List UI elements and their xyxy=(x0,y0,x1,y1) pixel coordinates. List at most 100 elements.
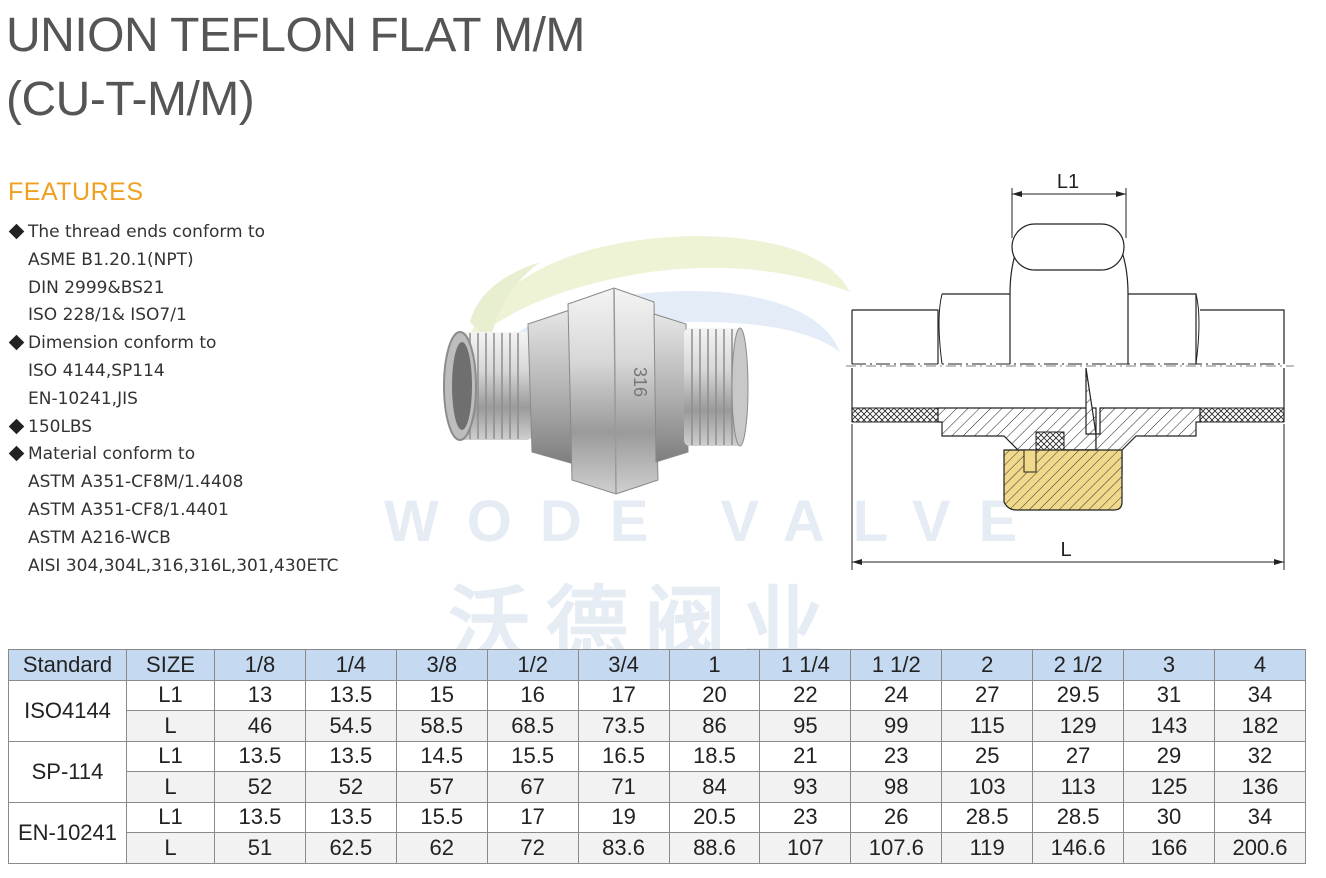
value-cell: 28.5 xyxy=(1032,801,1125,833)
feature-heading-item: 150LBS xyxy=(8,414,428,442)
value-cell: 51 xyxy=(214,832,306,864)
value-cell: 29 xyxy=(1123,740,1215,772)
watermark-logo xyxy=(460,236,850,372)
value-cell: 13.5 xyxy=(304,801,397,833)
value-cell: 13.5 xyxy=(304,679,397,711)
feature-text: Material conform to xyxy=(28,444,196,465)
feature-text: DIN 2999&BS21 xyxy=(28,277,165,298)
diamond-bullet-icon xyxy=(8,418,25,434)
column-header: 3/8 xyxy=(395,649,488,681)
value-cell: 125 xyxy=(1123,771,1215,803)
technical-diagram: L1 L xyxy=(846,171,1294,570)
watermark-english: WODE VALVE xyxy=(384,489,1046,554)
value-cell: 23 xyxy=(850,740,943,772)
standard-cell: ISO4144 xyxy=(8,679,127,742)
feature-detail-item: ISO 228/1& ISO7/1 xyxy=(8,302,428,330)
diamond-bullet-icon xyxy=(8,334,25,351)
value-cell: 24 xyxy=(850,679,943,711)
value-cell: 182 xyxy=(1213,710,1307,742)
column-header: 2 1/2 xyxy=(1032,649,1125,681)
dimension-l1-label: L1 xyxy=(1057,171,1079,193)
value-cell: 30 xyxy=(1123,801,1215,833)
column-header: 1/4 xyxy=(304,649,397,681)
value-cell: 17 xyxy=(486,801,579,833)
feature-text: Dimension conform to xyxy=(28,333,217,354)
features-list: The thread ends conform to ASME B1.20.1(N… xyxy=(8,219,428,580)
parameter-cell: L xyxy=(126,832,215,864)
feature-detail-item: AISI 304,304L,316,316L,301,430ETC xyxy=(8,553,428,581)
value-cell: 84 xyxy=(668,771,761,803)
parameter-cell: L1 xyxy=(126,679,215,711)
column-header: 1/2 xyxy=(486,649,579,681)
feature-heading-item: Material conform to xyxy=(8,441,428,469)
value-cell: 20 xyxy=(668,679,761,711)
diamond-bullet-icon xyxy=(8,446,25,462)
column-header: 3 xyxy=(1123,649,1215,681)
value-cell: 26 xyxy=(850,801,943,833)
value-cell: 52 xyxy=(214,771,306,803)
value-cell: 15 xyxy=(395,679,488,711)
standard-cell: EN-10241 xyxy=(8,801,127,864)
value-cell: 98 xyxy=(850,771,943,803)
value-cell: 31 xyxy=(1123,679,1215,711)
value-cell: 62 xyxy=(395,832,488,864)
value-cell: 107 xyxy=(759,832,852,864)
value-cell: 16.5 xyxy=(577,740,670,772)
value-cell: 27 xyxy=(1032,740,1125,772)
value-cell: 113 xyxy=(1032,771,1125,803)
value-cell: 146.6 xyxy=(1032,832,1125,864)
feature-text: ASTM A216-WCB xyxy=(28,527,171,548)
value-cell: 16 xyxy=(486,679,579,711)
value-cell: 23 xyxy=(759,801,852,833)
value-cell: 119 xyxy=(941,832,1034,864)
feature-detail-item: ASME B1.20.1(NPT) xyxy=(8,247,428,275)
feature-detail-item: ISO 4144,SP114 xyxy=(8,358,428,386)
feature-heading-item: Dimension conform to xyxy=(8,330,428,358)
standard-cell: SP-114 xyxy=(8,740,127,803)
parameter-cell: L1 xyxy=(126,801,215,833)
column-header: 1 1/2 xyxy=(850,649,943,681)
feature-detail-item: ASTM A216-WCB xyxy=(8,525,428,553)
value-cell: 28.5 xyxy=(941,801,1034,833)
column-header: 4 xyxy=(1213,649,1307,681)
product-marking: 316 xyxy=(630,367,650,397)
title-line-1: UNION TEFLON FLAT M/M xyxy=(6,9,585,62)
value-cell: 14.5 xyxy=(395,740,488,772)
feature-text: ASTM A351-CF8M/1.4408 xyxy=(28,472,244,493)
feature-text: ASTM A351-CF8/1.4401 xyxy=(28,499,229,520)
parameter-cell: L1 xyxy=(126,740,215,772)
value-cell: 34 xyxy=(1213,679,1307,711)
feature-text: The thread ends conform to xyxy=(28,222,266,242)
value-cell: 15.5 xyxy=(486,740,579,772)
value-cell: 20.5 xyxy=(668,801,761,833)
parameter-cell: L xyxy=(126,710,215,742)
column-header: 1/8 xyxy=(214,649,306,681)
feature-text: EN-10241,JIS xyxy=(28,388,138,409)
value-cell: 22 xyxy=(759,679,852,711)
value-cell: 107.6 xyxy=(850,832,943,864)
diamond-bullet-icon xyxy=(8,223,25,240)
value-cell: 13.5 xyxy=(214,740,306,772)
value-cell: 19 xyxy=(577,801,670,833)
column-header: 1 1/4 xyxy=(759,649,852,681)
value-cell: 18.5 xyxy=(668,740,761,772)
value-cell: 71 xyxy=(577,771,670,803)
value-cell: 67 xyxy=(486,771,579,803)
value-cell: 62.5 xyxy=(304,832,397,864)
feature-text: ASME B1.20.1(NPT) xyxy=(28,249,194,270)
column-header: 3/4 xyxy=(577,649,670,681)
feature-detail-item: EN-10241,JIS xyxy=(8,386,428,414)
column-header: 2 xyxy=(941,649,1034,681)
value-cell: 34 xyxy=(1213,801,1307,833)
value-cell: 88.6 xyxy=(668,832,761,864)
value-cell: 95 xyxy=(759,710,852,742)
parameter-cell: L xyxy=(126,771,215,803)
value-cell: 58.5 xyxy=(395,710,488,742)
value-cell: 13.5 xyxy=(304,740,397,772)
